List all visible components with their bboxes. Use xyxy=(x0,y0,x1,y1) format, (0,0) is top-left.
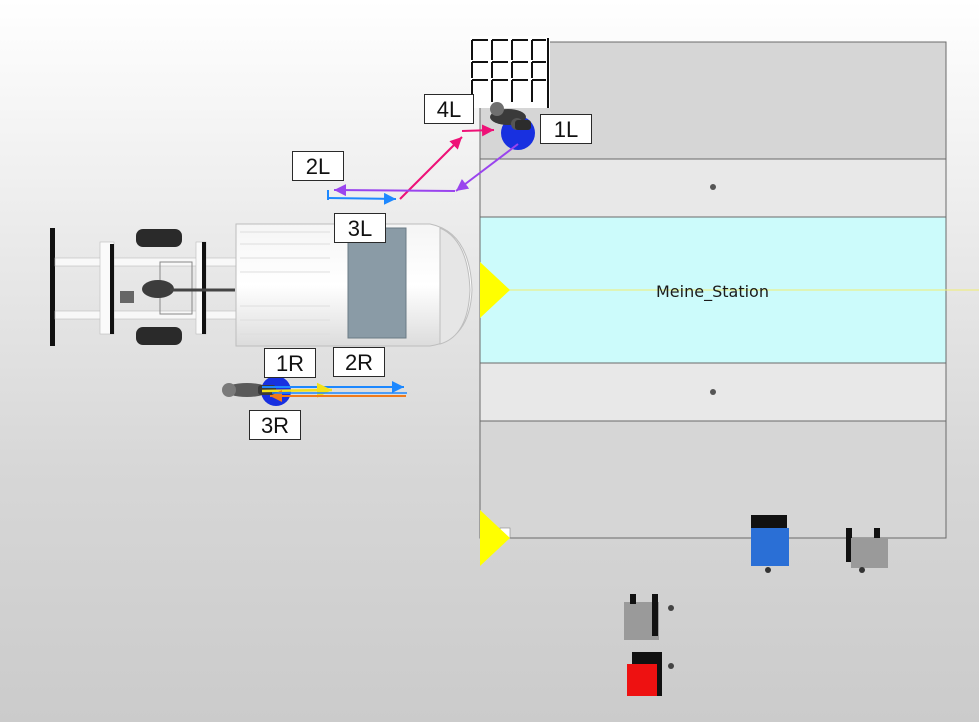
cart-gray-right[interactable] xyxy=(846,528,888,573)
lane-bottom xyxy=(479,420,947,539)
label-2l[interactable]: 2L xyxy=(292,151,344,181)
label-1r[interactable]: 1R xyxy=(264,348,316,378)
label-3l[interactable]: 3L xyxy=(334,213,386,243)
vehicle-truck[interactable] xyxy=(50,223,473,347)
label-1l[interactable]: 1L xyxy=(540,114,592,144)
label-3r[interactable]: 3R xyxy=(249,410,301,440)
path-left xyxy=(327,124,519,205)
path-right xyxy=(261,381,407,402)
cart-gray-bottom[interactable] xyxy=(624,594,674,640)
bottom-marker-triangle xyxy=(480,510,510,566)
station-name-label: Meine_Station xyxy=(656,282,769,301)
lane-dot xyxy=(710,389,716,395)
worker-head-icon xyxy=(490,102,504,116)
lane-dot xyxy=(710,184,716,190)
worker-left[interactable] xyxy=(490,102,535,150)
cart-red[interactable] xyxy=(627,652,674,696)
worker-head-icon xyxy=(222,383,236,397)
shelf-rack xyxy=(470,36,550,108)
label-4l[interactable]: 4L xyxy=(424,94,474,124)
station-marker-triangle xyxy=(480,262,510,318)
station-area xyxy=(479,41,979,566)
cart-blue[interactable] xyxy=(751,515,789,573)
label-2r[interactable]: 2R xyxy=(333,347,385,377)
windshield xyxy=(347,227,407,339)
